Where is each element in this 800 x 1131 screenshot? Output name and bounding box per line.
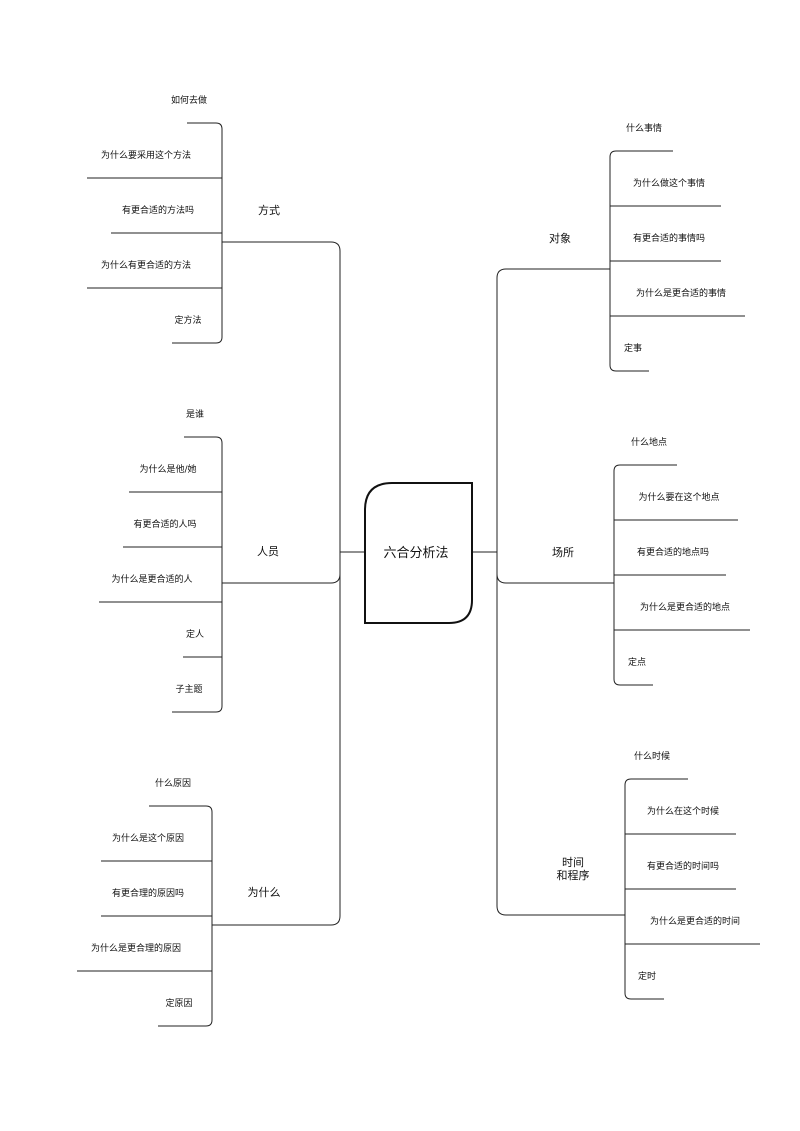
- leaf-topic-label[interactable]: 如何去做: [171, 94, 207, 106]
- leaf-underline: [184, 436, 223, 444]
- leaf-topic-label[interactable]: 为什么是更合理的原因: [91, 942, 181, 954]
- branch-label-why[interactable]: 为什么: [248, 886, 281, 899]
- leaf-topic-label[interactable]: 为什么是更合适的地点: [640, 601, 730, 613]
- branch-label-method[interactable]: 方式: [258, 203, 280, 217]
- branch-label-time-line2[interactable]: 和程序: [557, 868, 590, 882]
- branch-label-person[interactable]: 人员: [257, 545, 279, 558]
- leaf-topic-label[interactable]: 为什么是他/她: [139, 463, 196, 475]
- leaf-topic-label[interactable]: 为什么是更合适的人: [111, 573, 192, 585]
- leaf-topic-label[interactable]: 为什么是更合适的时间: [650, 915, 740, 927]
- leaf-topic-label[interactable]: 有更合适的事情吗: [633, 232, 705, 244]
- leaf-underline: [613, 464, 677, 472]
- leaf-topic-label[interactable]: 定时: [638, 970, 656, 982]
- leaf-topic-label[interactable]: 定事: [624, 342, 642, 354]
- branch-label-place[interactable]: 场所: [552, 545, 574, 559]
- leaf-topic-label[interactable]: 为什么要在这个地点: [638, 491, 719, 503]
- leaf-underline: [624, 778, 688, 786]
- leaf-topic-label[interactable]: 有更合适的地点吗: [637, 546, 709, 558]
- branch-label-time-line1[interactable]: 时间: [562, 856, 584, 869]
- leaf-topic-label[interactable]: 有更合适的时间吗: [647, 860, 719, 872]
- leaf-topic-label[interactable]: 有更合理的原因吗: [112, 887, 184, 899]
- leaf-underline: [187, 122, 223, 130]
- leaf-underline: [609, 150, 673, 158]
- root-label: 六合分析法: [383, 546, 448, 561]
- leaf-topic-label[interactable]: 有更合适的方法吗: [122, 204, 194, 216]
- root-node-shape[interactable]: [364, 482, 473, 624]
- leaf-underline: [158, 1019, 213, 1027]
- leaf-topic-label[interactable]: 定点: [628, 656, 646, 668]
- leaf-underline: [609, 364, 649, 372]
- leaf-topic-label[interactable]: 为什么是这个原因: [112, 832, 184, 844]
- leaf-topic-label[interactable]: 子主题: [175, 683, 202, 695]
- leaf-topic-label[interactable]: 定原因: [165, 997, 192, 1009]
- leaf-topic-label[interactable]: 什么时候: [634, 750, 670, 762]
- leaf-underline: [613, 678, 653, 686]
- leaf-topic-label[interactable]: 什么事情: [626, 122, 662, 134]
- leaf-underline: [172, 336, 223, 344]
- leaf-underline: [624, 992, 664, 1000]
- leaf-topic-label[interactable]: 定方法: [174, 314, 201, 326]
- leaf-topic-label[interactable]: 是谁: [186, 409, 204, 420]
- leaf-topic-label[interactable]: 为什么要采用这个方法: [101, 149, 191, 161]
- leaf-underline: [172, 705, 223, 713]
- branch-label-object[interactable]: 对象: [549, 231, 571, 245]
- leaf-topic-label[interactable]: 什么地点: [631, 436, 667, 448]
- leaf-topic-label[interactable]: 定人: [186, 628, 204, 640]
- leaf-topic-label[interactable]: 什么原因: [155, 777, 191, 789]
- leaf-underline: [149, 805, 213, 813]
- leaf-topic-label[interactable]: 为什么做这个事情: [633, 177, 705, 189]
- leaf-topic-label[interactable]: 为什么在这个时候: [647, 805, 719, 817]
- leaf-topic-label[interactable]: 为什么有更合适的方法: [101, 259, 191, 271]
- leaf-topic-label[interactable]: 为什么是更合适的事情: [636, 287, 726, 299]
- leaf-topic-label[interactable]: 有更合适的人吗: [133, 518, 196, 530]
